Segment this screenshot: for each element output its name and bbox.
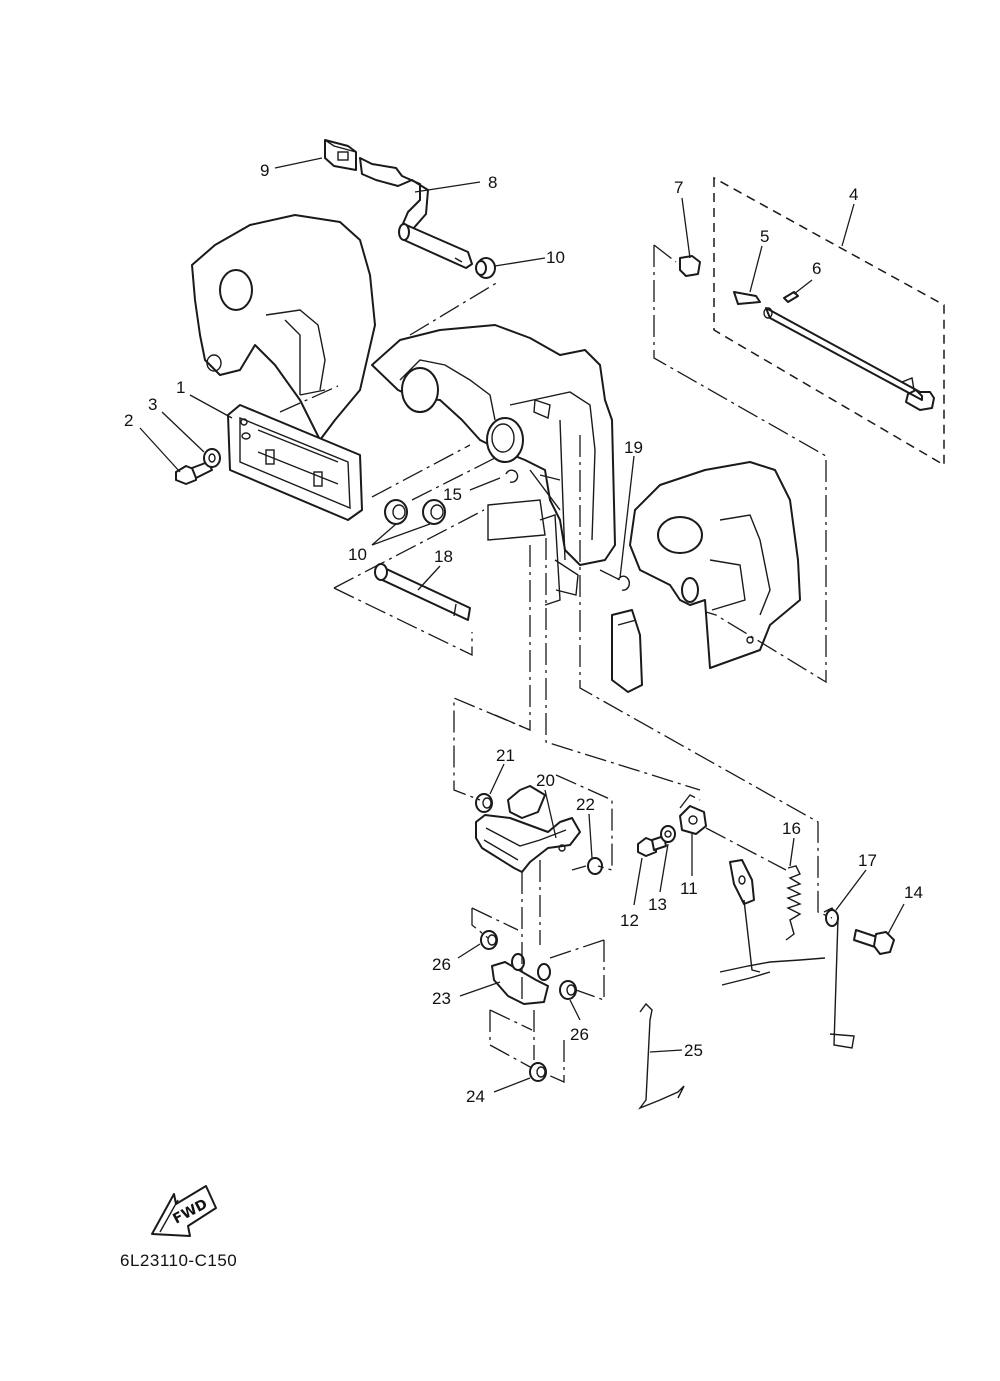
leader-18 xyxy=(417,565,441,591)
leader-7 xyxy=(681,197,691,259)
part-8-lever-rod xyxy=(359,157,473,269)
part-6-pin xyxy=(783,291,799,303)
leader-10-mid-b xyxy=(371,523,431,546)
part-21-bushing xyxy=(475,793,493,813)
leader-22 xyxy=(588,813,593,859)
callout-10-top: 10 xyxy=(546,248,565,267)
callout-17-text: 17 xyxy=(858,851,877,870)
part-1-plate xyxy=(227,404,363,521)
part-3-washer xyxy=(203,448,221,468)
callout-22: 22 xyxy=(576,795,595,814)
assembly-lines xyxy=(279,176,945,1084)
callout-20: 20 xyxy=(536,771,555,790)
callout-4: 4 xyxy=(849,185,858,204)
leader-13 xyxy=(659,843,669,893)
leader-21 xyxy=(489,763,505,795)
callout-7: 7 xyxy=(674,178,683,197)
callout-9: 9 xyxy=(260,161,269,180)
part-5-grip xyxy=(733,291,761,305)
callout-10-mid: 10 xyxy=(348,545,367,564)
callout-labels: 9 8 10 1 3 2 7 5 6 4 15 10 18 19 21 20 2… xyxy=(124,161,923,1106)
leader-25 xyxy=(649,1049,683,1053)
leader-24 xyxy=(493,1077,531,1093)
callout-2: 2 xyxy=(124,411,133,430)
callout-24: 24 xyxy=(466,1087,485,1106)
fwd-direction-arrow: FWD xyxy=(151,1185,217,1237)
leader-14 xyxy=(887,903,905,935)
callout-5: 5 xyxy=(760,227,769,246)
leader-1 xyxy=(189,394,233,419)
part-25-wire-spring xyxy=(637,1002,685,1110)
leader-8 xyxy=(414,181,481,193)
leader-6 xyxy=(793,279,813,295)
leader-3 xyxy=(161,411,205,453)
leader-4 xyxy=(841,203,855,247)
leader-17 xyxy=(835,869,867,911)
part-17-lever xyxy=(719,859,855,1049)
callout-26-lower: 26 xyxy=(570,1025,589,1044)
part-24-bushing xyxy=(529,1062,547,1082)
leader-10-mid-a xyxy=(371,523,397,546)
part-10-bushing-top xyxy=(475,257,496,279)
leader-26-lower xyxy=(569,999,581,1021)
callout-8: 8 xyxy=(488,173,497,192)
callout-14: 14 xyxy=(904,883,923,902)
callout-25: 25 xyxy=(684,1041,703,1060)
right-clamp-bracket xyxy=(611,461,801,693)
leader-16 xyxy=(789,837,795,867)
part-12-bolt xyxy=(637,835,667,857)
swivel-bracket xyxy=(371,324,616,606)
callout-3: 3 xyxy=(148,395,157,414)
part-11-stopper xyxy=(679,805,707,835)
group-4-dashed-outline xyxy=(713,176,945,467)
part-15-circlip xyxy=(505,469,519,483)
callout-23: 23 xyxy=(432,989,451,1008)
part-23-plate xyxy=(491,953,551,1005)
left-clamp-bracket xyxy=(191,214,376,441)
callout-21: 21 xyxy=(496,746,515,765)
leader-20 xyxy=(544,789,557,839)
leader-5 xyxy=(749,245,763,293)
callout-26-upper: 26 xyxy=(432,955,451,974)
leader-15 xyxy=(469,477,501,491)
part-13-washer xyxy=(660,825,676,843)
leader-lines xyxy=(139,157,905,1093)
part-18-through-bolt xyxy=(374,563,471,621)
callout-16: 16 xyxy=(782,819,801,838)
part-9-cap xyxy=(324,139,357,171)
leader-9 xyxy=(274,157,323,169)
part-2-bolt xyxy=(175,461,213,485)
part-22-bushing xyxy=(571,857,603,875)
leader-26-upper xyxy=(457,943,481,959)
diagram-code: 6L23110-C150 xyxy=(120,1251,237,1270)
callout-12: 12 xyxy=(620,911,639,930)
leader-19 xyxy=(619,455,635,579)
callout-6: 6 xyxy=(812,259,821,278)
part-4-rod-assembly xyxy=(763,307,935,411)
callout-1: 1 xyxy=(176,378,185,397)
part-19-circlip xyxy=(617,575,631,591)
part-7-cap xyxy=(679,255,701,277)
leader-2 xyxy=(139,427,181,473)
part-26-bushing-upper xyxy=(480,930,498,950)
leader-10-top xyxy=(494,257,546,267)
callout-19: 19 xyxy=(624,438,643,457)
callout-11-text: 11 xyxy=(680,879,698,898)
leader-12 xyxy=(633,857,643,906)
part-14-bolt xyxy=(853,929,895,955)
part-16-spring xyxy=(785,865,802,941)
part-26-bushing-lower xyxy=(559,980,577,1000)
callout-13: 13 xyxy=(648,895,667,914)
part-10-bushings-middle xyxy=(384,499,446,525)
leader-23 xyxy=(459,981,501,997)
callout-18: 18 xyxy=(434,547,453,566)
callout-15: 15 xyxy=(443,485,462,504)
